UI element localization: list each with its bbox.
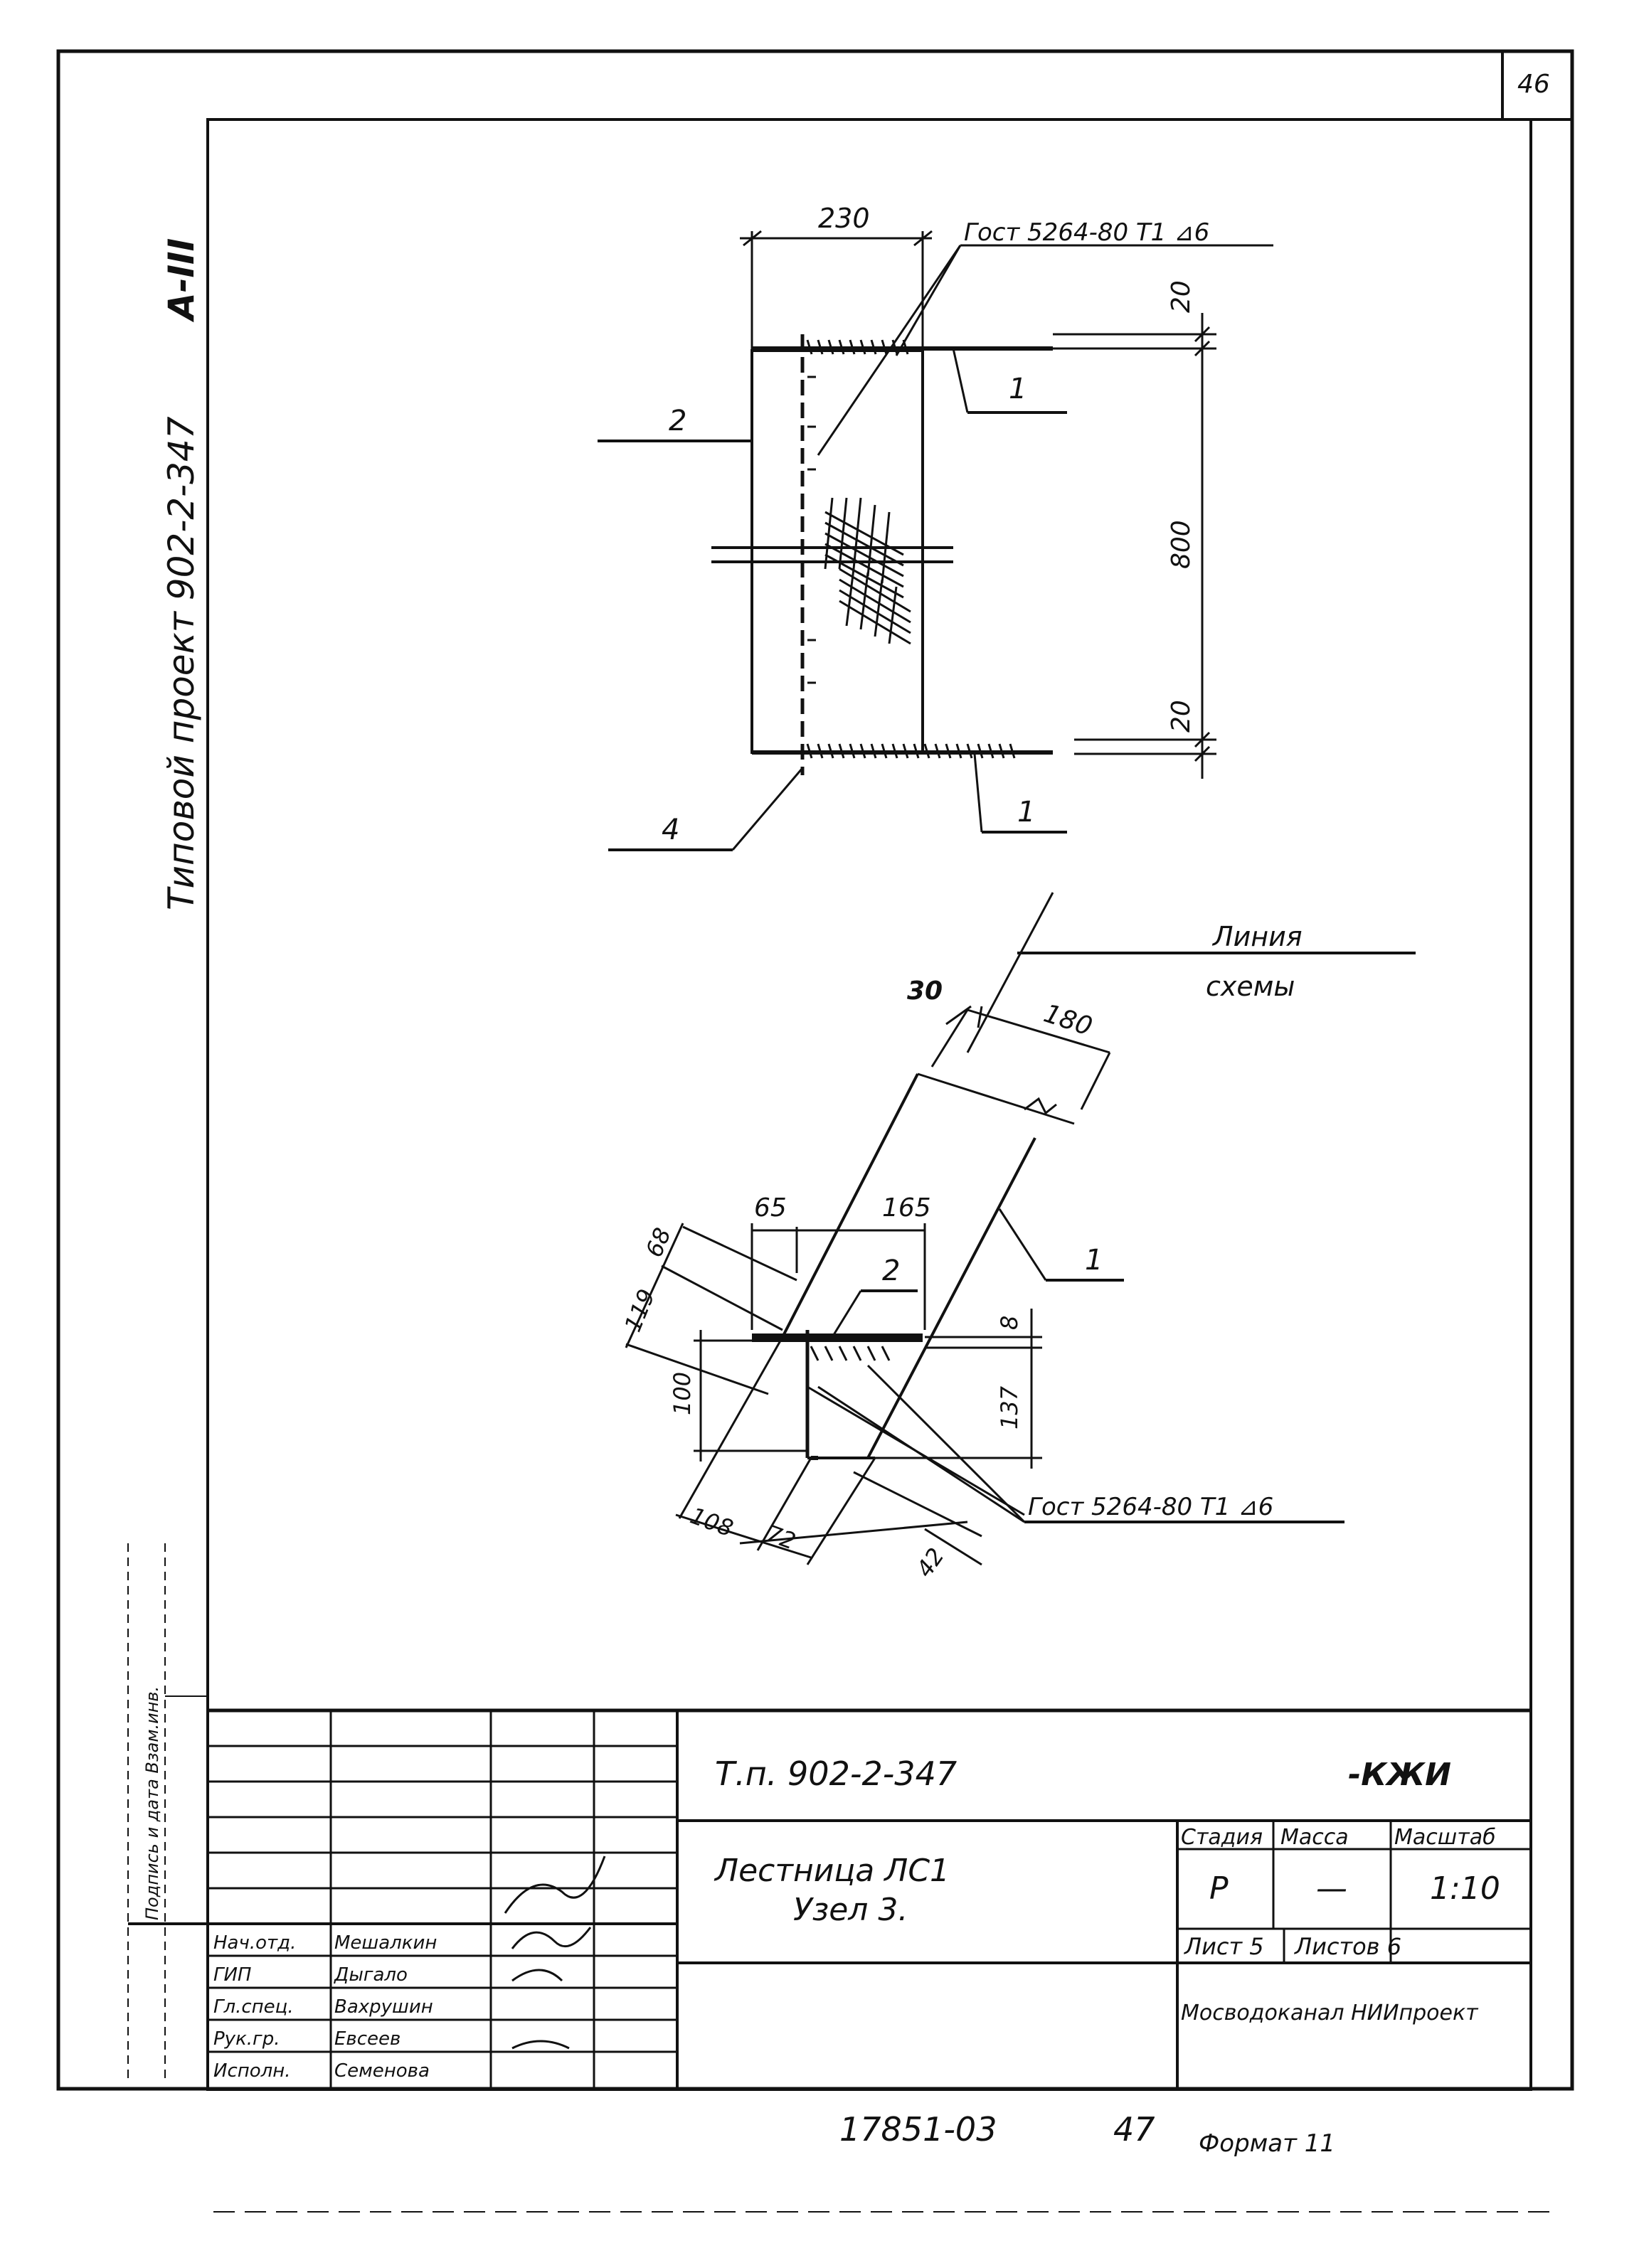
top-callout-2: 2	[669, 405, 686, 437]
signer-role-4: Исполн.	[213, 2060, 291, 2082]
org-name: Мосводоканал НИИпроект	[1181, 2001, 1479, 2025]
dim-180: 180	[1040, 999, 1096, 1042]
top-dim-width: 230	[818, 203, 870, 234]
scale-value: 1:10	[1430, 1870, 1500, 1907]
stage-header: Стадия	[1181, 1825, 1263, 1850]
top-callout-4: 4	[662, 814, 679, 846]
sheet-frame	[56, 49, 1574, 2091]
dim-137: 137	[996, 1385, 1023, 1430]
dim-108: 108	[686, 1502, 736, 1543]
top-callout-1a: 1	[1009, 373, 1027, 405]
sheets-label: Листов 6	[1294, 1933, 1401, 1960]
dim-30: 30	[907, 976, 943, 1006]
stage-value: Р	[1209, 1870, 1229, 1907]
signer-role-3: Рук.гр.	[213, 2028, 280, 2050]
bottom-weld-note: Гост 5264-80 Т1 ⊿6	[1028, 1493, 1273, 1521]
title-mark: -КЖИ	[1348, 1757, 1451, 1793]
top-weld-note: Гост 5264-80 Т1 ⊿6	[964, 218, 1209, 247]
title-name-2: Узел 3.	[793, 1892, 908, 1928]
sheet-label: Лист 5	[1184, 1933, 1264, 1960]
archive-page: 47	[1113, 2110, 1155, 2149]
scale-header: Масштаб	[1394, 1825, 1496, 1850]
dim-68: 68	[640, 1224, 676, 1261]
title-block	[114, 1708, 1531, 2091]
scheme-line-label-2: схемы	[1206, 971, 1295, 1002]
side-stamp-lines	[127, 1543, 208, 2084]
archive-number: 17851-03	[839, 2110, 997, 2149]
mass-header: Масса	[1280, 1825, 1349, 1850]
signer-name-2: Вахрушин	[334, 1996, 433, 2018]
top-dim-20-bottom: 20	[1167, 700, 1196, 733]
dim-72: 72	[763, 1520, 799, 1555]
dim-165: 165	[882, 1193, 931, 1223]
dim-8: 8	[996, 1316, 1023, 1330]
side-code: А-III	[161, 238, 202, 323]
dim-42: 42	[911, 1543, 949, 1582]
scheme-line-label-1: Линия	[1211, 921, 1303, 952]
bottom-callout-2: 2	[882, 1255, 900, 1287]
top-callout-1b: 1	[1017, 796, 1035, 829]
dim-100: 100	[669, 1372, 696, 1415]
top-dim-800: 800	[1167, 520, 1196, 569]
signer-role-2: Гл.спец.	[213, 1996, 294, 2018]
dim-65: 65	[754, 1193, 787, 1223]
format-label: Формат 11	[1199, 2129, 1335, 2158]
top-dim-20-top: 20	[1167, 280, 1196, 313]
signer-name-3: Евсеев	[334, 2028, 401, 2050]
dim-119: 119	[619, 1285, 660, 1336]
side-stamp: Подпись и дата Взам.инв.	[142, 1686, 162, 1920]
title-name-1: Лестница ЛС1	[714, 1853, 950, 1889]
bottom-callout-1: 1	[1085, 1244, 1103, 1277]
mass-value: —	[1316, 1870, 1347, 1907]
title-code: Т.п. 902-2-347	[715, 1755, 957, 1793]
signer-name-1: Дыгало	[334, 1964, 408, 1986]
top-view	[598, 230, 1273, 851]
signer-role-0: Нач.отд.	[213, 1932, 296, 1954]
signer-name-0: Мешалкин	[334, 1932, 437, 1954]
bottom-view	[625, 892, 1416, 1566]
signer-name-4: Семенова	[334, 2060, 430, 2082]
signer-role-1: ГИП	[213, 1964, 252, 1986]
side-project-title: Типовой проект 902-2-347	[161, 416, 202, 910]
page-number: 46	[1517, 70, 1550, 99]
